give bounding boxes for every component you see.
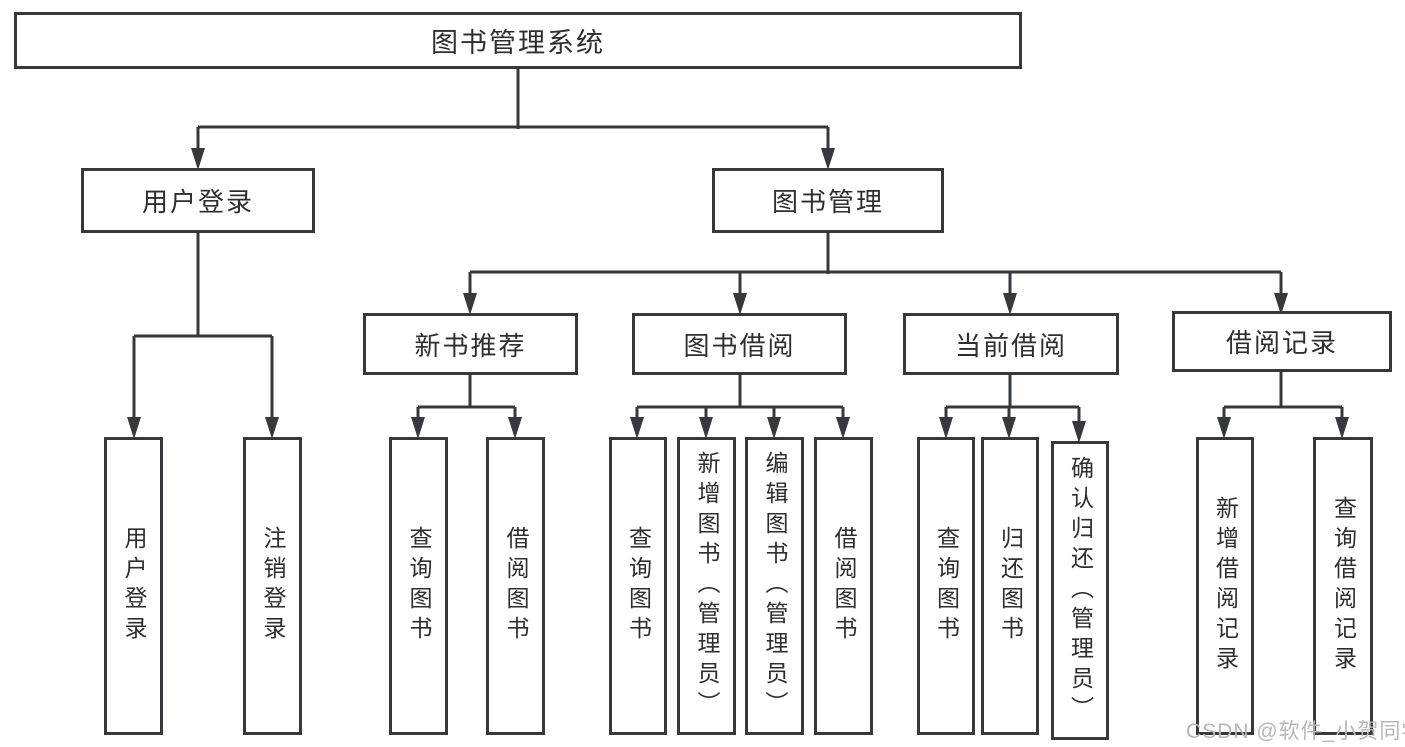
connector-root-to-level2	[196, 67, 830, 150]
node-label: 图书借阅	[683, 330, 796, 361]
leaf-edit-book-admin: 编辑图书（管理员）	[745, 437, 804, 735]
arrowhead	[191, 148, 205, 170]
leaf-label: 编辑图书（管理员）	[762, 451, 788, 721]
node-book-management: 图书管理	[712, 168, 944, 233]
arrowhead	[411, 417, 425, 439]
leaf-return-book: 归还图书	[981, 437, 1039, 735]
arrowhead	[265, 417, 279, 439]
arrowhead	[1274, 293, 1288, 315]
connector-bookmgmt-to-level3	[468, 231, 1283, 296]
node-new-book-recommend: 新书推荐	[363, 313, 578, 375]
leaf-add-borrow-record: 新增借阅记录	[1196, 437, 1254, 735]
leaf-borrow-books: 借阅图书	[814, 437, 873, 735]
leaf-label: 查询图书	[625, 526, 652, 646]
leaf-label: 借阅图书	[831, 526, 857, 646]
node-label: 借阅记录	[1225, 328, 1338, 358]
arrowhead	[1217, 417, 1231, 439]
leaf-query-books-recommend: 查询图书	[389, 437, 448, 735]
arrowhead	[821, 148, 835, 170]
connector-currentborrow-to-leaves	[944, 373, 1081, 424]
arrowhead	[463, 293, 477, 315]
arrowhead	[127, 417, 141, 439]
node-label: 图书管理	[771, 187, 884, 217]
leaf-label: 归还图书	[997, 526, 1024, 646]
arrowhead	[733, 293, 747, 315]
leaf-label: 查询借阅记录	[1330, 496, 1357, 676]
leaf-label: 注销登录	[260, 526, 286, 646]
csdn-watermark: CSDN @软件_小贺同学	[1186, 720, 1405, 743]
leaf-logout: 注销登录	[243, 437, 302, 735]
leaf-user-login: 用户登录	[104, 437, 163, 735]
leaf-label: 查询图书	[933, 526, 960, 646]
leaf-label: 借阅图书	[503, 526, 529, 646]
arrowhead	[1002, 417, 1016, 439]
arrowhead	[699, 417, 713, 439]
leaf-borrow-books-recommend: 借阅图书	[486, 437, 545, 735]
leaf-label: 用户登录	[121, 526, 147, 646]
leaf-query-borrow-record: 查询借阅记录	[1313, 437, 1373, 735]
node-borrow-records: 借阅记录	[1172, 311, 1392, 372]
leaf-query-books-current: 查询图书	[917, 437, 975, 735]
node-label: 图书管理系统	[431, 28, 605, 58]
node-label: 当前借阅	[954, 330, 1067, 361]
arrowhead	[630, 417, 644, 439]
arrowhead	[508, 417, 522, 439]
node-current-borrow: 当前借阅	[903, 313, 1119, 375]
leaf-query-books-borrow: 查询图书	[609, 437, 667, 735]
leaf-confirm-return-admin: 确认归还（管理员）	[1051, 441, 1109, 740]
connector-bookborrow-to-leaves	[635, 373, 845, 420]
arrowhead	[939, 417, 953, 439]
connector-userlogin-to-leaves	[132, 231, 274, 420]
leaf-label: 新增借阅记录	[1212, 496, 1239, 676]
leaf-add-book-admin: 新增图书（管理员）	[677, 437, 736, 735]
arrowhead	[1003, 293, 1017, 315]
connector-newbook-to-leaves	[416, 373, 517, 420]
arrowhead	[767, 417, 781, 439]
leaf-label: 新增图书（管理员）	[694, 451, 720, 721]
node-book-borrow: 图书借阅	[632, 313, 847, 375]
node-library-management-system: 图书管理系统	[14, 12, 1022, 69]
arrowhead	[836, 417, 850, 439]
leaf-label: 查询图书	[406, 526, 432, 646]
node-label: 用户登录	[141, 187, 254, 217]
arrowhead	[1335, 417, 1349, 439]
node-user-login: 用户登录	[81, 168, 315, 233]
leaf-label: 确认归还（管理员）	[1067, 455, 1094, 726]
node-label: 新书推荐	[414, 330, 527, 361]
arrowhead	[1072, 421, 1086, 443]
connector-borrowrecords-to-leaves	[1222, 370, 1344, 420]
